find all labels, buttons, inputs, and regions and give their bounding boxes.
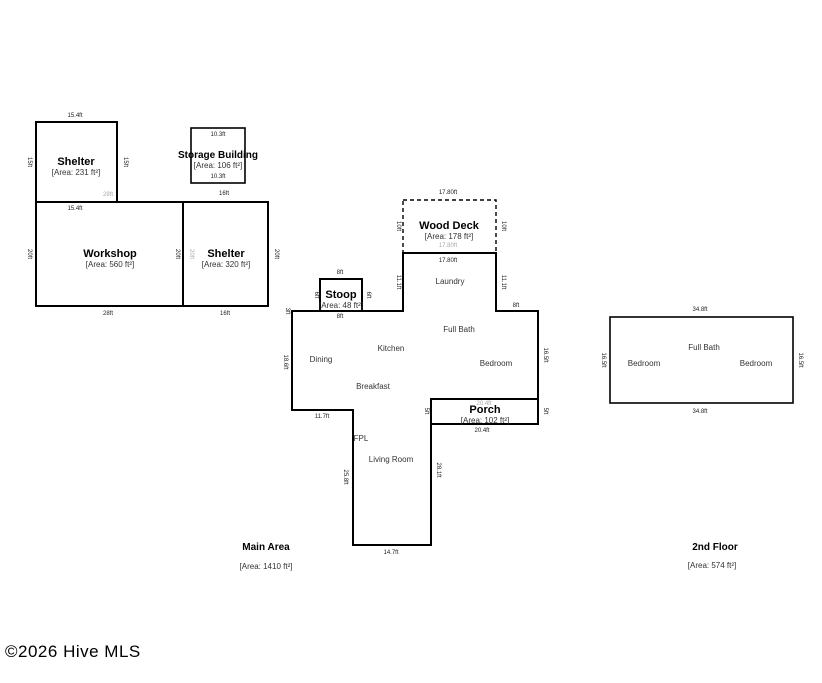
main-dim-left-small: 3ft [284, 308, 290, 315]
main-dim-right-top: 8ft [513, 303, 520, 309]
main-area-outline [291, 252, 539, 546]
shelter-large-area: [Area: 320 ft²] [202, 260, 250, 269]
second-floor-dim-bottom: 34.8ft [692, 409, 707, 415]
workshop-dim-top: 15.4ft [67, 206, 82, 212]
room-living-room: Living Room [369, 455, 414, 464]
wood-deck-title: Wood Deck [419, 220, 480, 232]
room-full-bath: Full Bath [443, 325, 475, 334]
stoop-dim-bottom: 8ft [337, 314, 344, 320]
porch-dim-bottom: 20.4ft [474, 428, 489, 434]
porch-dim-right: 5ft [542, 408, 548, 415]
main-dim-living-left: 25.8ft [342, 469, 348, 484]
porch-outline [430, 398, 539, 425]
main-dim-right-side: 16.5ft [542, 347, 548, 362]
shelter-small-title: Shelter [57, 156, 95, 168]
workshop-dim-right: 20ft [174, 249, 180, 259]
copyright-text: ©2026 Hive MLS [5, 642, 141, 661]
stoop-dim-top: 8ft [337, 270, 344, 276]
main-dim-porch-left: 5ft [423, 408, 429, 415]
wood-deck-dim-inner: 17.80ft [439, 243, 458, 249]
main-area-caption: Main Area [242, 542, 290, 553]
main-dim-laundry-right: 11.1ft [500, 275, 506, 290]
workshop-dim-left: 20ft [26, 249, 32, 259]
second-floor-outline [609, 316, 794, 404]
room-laundry: Laundry [436, 277, 465, 286]
shelter-large-outline [182, 201, 269, 307]
storage-dim-top: 10.3ft [210, 132, 225, 138]
room-breakfast: Breakfast [356, 382, 391, 391]
workshop-dim-bottom: 28ft [103, 311, 113, 317]
stoop-title: Stoop [325, 289, 356, 301]
porch-dim-top: 20.4ft [476, 401, 491, 407]
second-floor-dim-right: 16.5ft [797, 352, 803, 367]
second-floor-room-full-bath: Full Bath [688, 343, 720, 352]
stoop-dim-left: 6ft [313, 292, 319, 299]
stoop-dim-right: 6ft [365, 292, 371, 299]
shelter-small-dim-top: 15.4ft [67, 113, 82, 119]
second-floor-caption: 2nd Floor [692, 542, 738, 553]
shelter-large-dim-right: 20ft [273, 249, 279, 259]
main-dim-laundry-left: 11.1ft [395, 275, 401, 290]
shelter-large-dim-bottom: 16ft [220, 311, 230, 317]
storage-dim-bottom: 10.3ft [210, 174, 225, 180]
shelter-small-area: [Area: 231 ft²] [52, 168, 100, 177]
storage-building-outline [190, 127, 246, 184]
main-dim-bottom-left: 11.7ft [315, 414, 330, 420]
shelter-small-dim-left: 15ft [26, 157, 32, 167]
wood-deck-dim-bottom: 17.80ft [439, 258, 458, 264]
second-floor-room-bedroom-left: Bedroom [628, 359, 661, 368]
workshop-title: Workshop [83, 248, 137, 260]
room-bedroom: Bedroom [480, 359, 513, 368]
shelter-large-dim-left: 20ft [188, 249, 194, 259]
wood-deck-dim-right: 10ft [500, 221, 506, 231]
storage-dim-under: 16ft [219, 191, 229, 197]
second-floor-dim-top: 34.8ft [692, 307, 707, 313]
room-fpl: FPL [354, 434, 369, 443]
stoop-area: [Area: 48 ft²] [319, 301, 363, 310]
porch-title: Porch [469, 404, 500, 416]
shelter-small-dim-inner: 28ft [103, 192, 113, 198]
room-dining: Dining [310, 355, 333, 364]
porch-area: [Area: 102 ft²] [461, 416, 509, 425]
second-floor-dim-left: 16.5ft [600, 352, 606, 367]
main-dim-left-side: 18.6ft [282, 354, 288, 369]
storage-title: Storage Building [178, 150, 258, 161]
main-area-caption-area: [Area: 1410 ft²] [240, 562, 293, 571]
storage-area: [Area: 106 ft²] [194, 161, 242, 170]
second-floor-room-bedroom-right: Bedroom [740, 359, 773, 368]
wood-deck-dim-left: 10ft [395, 221, 401, 231]
main-dim-living-bottom: 14.7ft [383, 550, 398, 556]
wood-deck-area: [Area: 178 ft²] [425, 232, 473, 241]
second-floor-caption-area: [Area: 574 ft²] [688, 561, 736, 570]
workshop-area: [Area: 560 ft²] [86, 260, 134, 269]
shelter-small-dim-right: 15ft [122, 157, 128, 167]
wood-deck-dim-top: 17.80ft [439, 190, 458, 196]
room-kitchen: Kitchen [378, 344, 405, 353]
main-dim-living-right: 28.1ft [435, 462, 441, 477]
shelter-large-title: Shelter [207, 248, 245, 260]
